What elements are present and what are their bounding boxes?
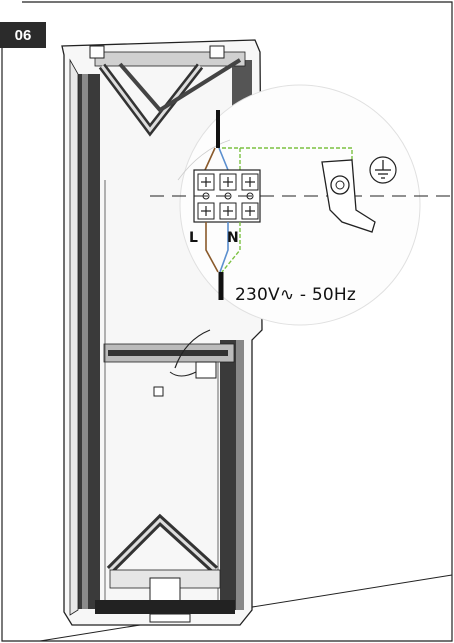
earth-bracket-icon (321, 159, 376, 233)
step-number: 06 (0, 22, 46, 48)
supply-label: 230V∿ - 50Hz (235, 285, 357, 305)
live-wire-bottom (205, 222, 219, 273)
earth-wire-bottom (221, 222, 241, 273)
neutral-wire-top (218, 147, 229, 171)
neutral-wire-bottom (219, 222, 229, 273)
earth-wire-top (222, 147, 353, 160)
neutral-label: N (227, 230, 239, 246)
detail-zoom (179, 84, 421, 326)
earth-icon (369, 156, 397, 184)
live-wire-top (204, 147, 216, 171)
live-label: L (189, 230, 198, 246)
